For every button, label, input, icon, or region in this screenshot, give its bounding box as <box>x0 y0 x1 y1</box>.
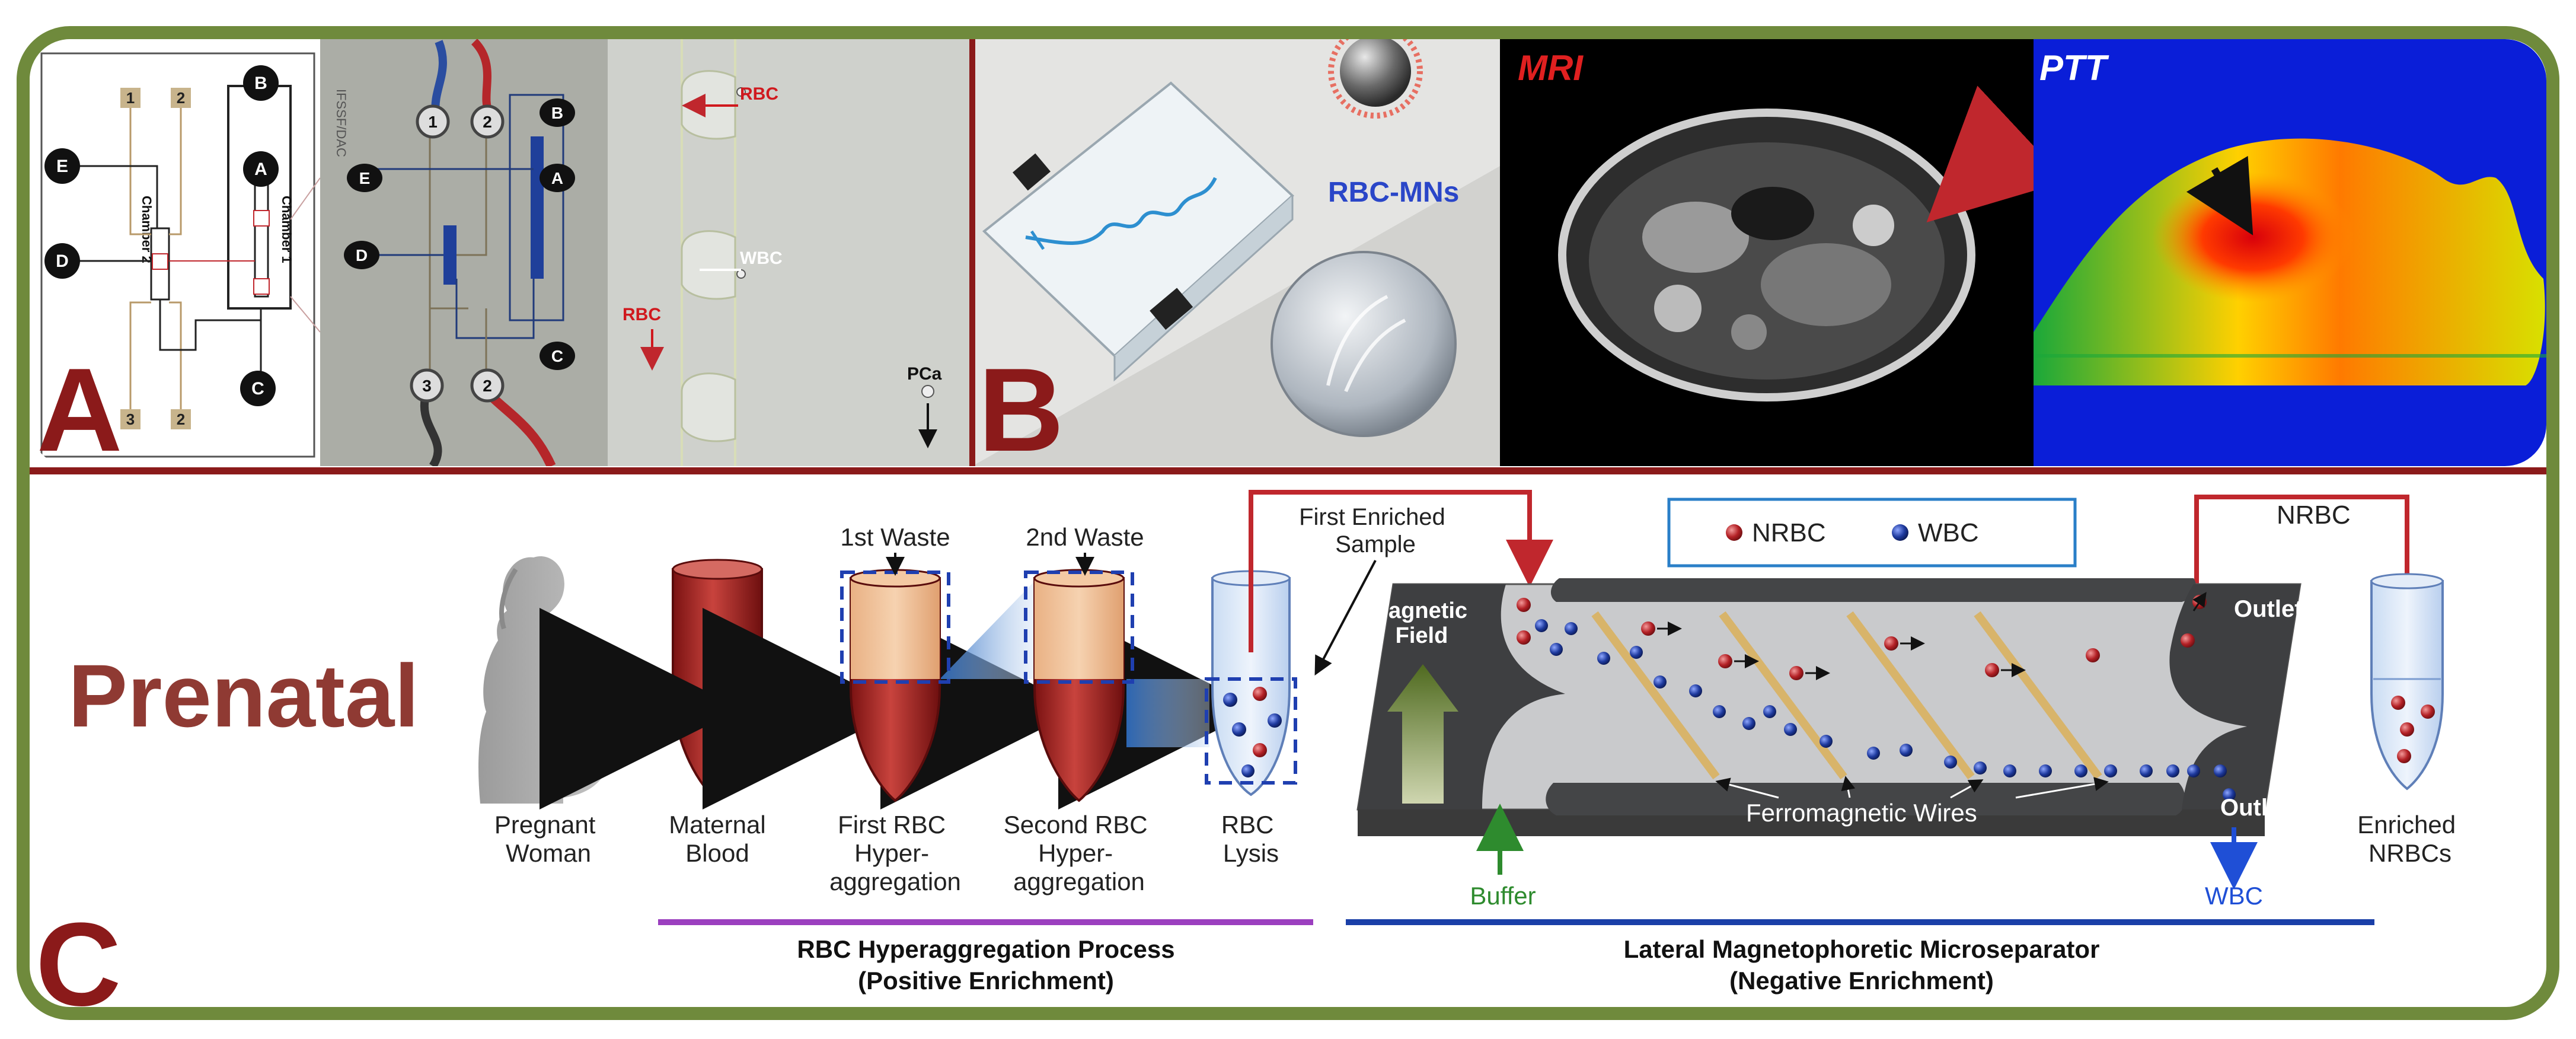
wbc-cells <box>1535 619 2236 801</box>
photo-port-a: A <box>551 169 563 187</box>
wbc-out-label: WBC <box>2205 882 2263 910</box>
maternal-blood-line-1: Maternal <box>669 811 765 839</box>
second-rbc-label: Second RBC Hyper- aggregation <box>1004 811 1154 895</box>
micrograph-rbc-bottom-label: RBC <box>623 305 661 324</box>
second-rbc-tube <box>1024 569 1134 802</box>
device-photo-mark: IFSSF/DAC <box>334 89 349 157</box>
panel-b-mri: MRI <box>1500 39 2067 466</box>
mri-label: MRI <box>1518 48 1584 88</box>
process-right-title: Lateral Magnetophoretic Microseparator <box>1624 935 2100 963</box>
first-enriched-sample-label: First Enriched Sample <box>1299 504 1452 557</box>
photo-port-2-bottom: 2 <box>483 377 492 395</box>
second-rbc-label-line2: Hyper- <box>1038 839 1113 867</box>
rbc-lysis-tube <box>1205 570 1297 796</box>
schematic-port-3: 3 <box>126 410 135 428</box>
microseparator-device: Magnetic Field Outlet 1 Outlet 2 Ferroma… <box>1356 578 2322 836</box>
schematic-port-d: D <box>56 251 69 271</box>
panel-a-micrograph: RBC WBC RBC PCa <box>608 39 972 466</box>
photo-port-c: C <box>551 347 563 365</box>
second-rbc-label-line1: Second RBC <box>1004 811 1148 839</box>
process-left-subtitle: (Positive Enrichment) <box>858 967 1114 995</box>
enriched-nrbcs-line1: Enriched <box>2357 811 2456 839</box>
panel-a-letter: A <box>37 344 122 476</box>
schematic-port-2-top: 2 <box>177 89 185 107</box>
panel-b-chip-photo: RBC-MNs <box>972 39 1500 466</box>
first-rbc-label: First RBC Hyper- aggregation <box>829 811 961 895</box>
second-rbc-label-line3: aggregation <box>1013 868 1145 895</box>
micrograph-pca-label: PCa <box>907 364 942 384</box>
rbc-mns-label: RBC-MNs <box>1328 177 1459 208</box>
magnetic-field-line1: Magnetic <box>1370 598 1467 623</box>
blue-fan-1 <box>940 581 1035 679</box>
legend-nrbc: NRBC <box>1752 518 1826 547</box>
nrbc-out-label: NRBC <box>2277 501 2351 530</box>
panel-a-device-photo: IFSSF/DAC 1 2 B A E D <box>320 39 608 466</box>
maternal-blood-line-2: Blood <box>685 839 749 867</box>
enriched-nrbcs-tube <box>2370 573 2444 791</box>
outlet-1-label: Outlet 1 <box>2234 596 2322 622</box>
rbc-lysis-label-line1: RBC <box>1221 811 1274 839</box>
top-row: Chamber 1 Chamber 2 1 2 3 <box>30 39 2546 466</box>
outlet-2-label: Outlet 2 <box>2220 795 2309 821</box>
photo-port-2-top: 2 <box>483 113 492 131</box>
rbc-lysis-label: RBC Lysis <box>1221 811 1281 867</box>
panel-b-ptt: PTT <box>2034 39 2546 466</box>
maternal-blood-tube <box>672 559 763 802</box>
first-rbc-label-line3: aggregation <box>829 868 961 895</box>
pregnant-woman-icon <box>478 556 612 804</box>
schematic-port-e: E <box>56 157 68 176</box>
red-route-to-device <box>1249 490 1553 652</box>
process-right-subtitle: (Negative Enrichment) <box>1729 967 1994 995</box>
first-rbc-label-line1: First RBC <box>838 811 946 839</box>
first-rbc-tube <box>840 569 950 802</box>
ptt-label: PTT <box>2039 48 2109 88</box>
photo-port-1: 1 <box>428 113 438 131</box>
first-enriched-arrow <box>1314 560 1377 676</box>
buffer-label: Buffer <box>1470 882 1536 910</box>
chamber-1-label: Chamber 1 <box>279 196 294 263</box>
first-waste-label: 1st Waste <box>840 523 950 551</box>
magnetic-field-label: Magnetic Field <box>1370 598 1473 648</box>
schematic-port-c: C <box>251 379 264 399</box>
pregnant-woman-label-line2: Woman <box>506 839 591 867</box>
first-enriched-line2: Sample <box>1335 531 1416 557</box>
photo-port-e: E <box>359 169 371 187</box>
chamber-2-label: Chamber 2 <box>139 196 154 263</box>
blue-fan-2 <box>1126 679 1209 747</box>
ferromagnetic-wires-label: Ferromagnetic Wires <box>1746 799 1977 827</box>
micrograph-rbc-top-label: RBC <box>740 84 778 104</box>
micrograph-wbc-label: WBC <box>740 248 783 268</box>
enriched-nrbcs-label: Enriched NRBCs <box>2357 811 2462 867</box>
legend-wbc: WBC <box>1918 518 1979 547</box>
panel-c-letter: C <box>36 898 121 1031</box>
prenatal-title: Prenatal <box>68 646 419 745</box>
magnetic-field-line2: Field <box>1396 623 1448 648</box>
pregnant-woman-label: Pregnant Woman <box>494 811 602 867</box>
second-waste-label: 2nd Waste <box>1026 523 1144 551</box>
photo-port-d: D <box>356 246 368 264</box>
photo-port-3: 3 <box>422 377 432 395</box>
panel-b-letter: B <box>978 344 1064 476</box>
enriched-nrbcs-line2: NRBCs <box>2368 839 2451 867</box>
schematic-port-a: A <box>254 160 267 179</box>
first-rbc-label-line2: Hyper- <box>854 839 929 867</box>
panel-a-schematic: Chamber 1 Chamber 2 1 2 3 <box>30 39 321 466</box>
schematic-port-1: 1 <box>126 89 135 107</box>
photo-port-b: B <box>551 104 563 122</box>
process-left-title: RBC Hyperaggregation Process <box>797 935 1174 963</box>
nrbc-cells <box>1517 595 2207 680</box>
legend: NRBC WBC <box>1667 498 2077 568</box>
schematic-port-2-bottom: 2 <box>177 410 185 428</box>
rbc-lysis-label-line2: Lysis <box>1223 839 1279 867</box>
pregnant-woman-label-text: Pregnant <box>494 811 596 839</box>
schematic-port-b: B <box>254 74 267 93</box>
first-enriched-line1: First Enriched <box>1299 504 1445 530</box>
